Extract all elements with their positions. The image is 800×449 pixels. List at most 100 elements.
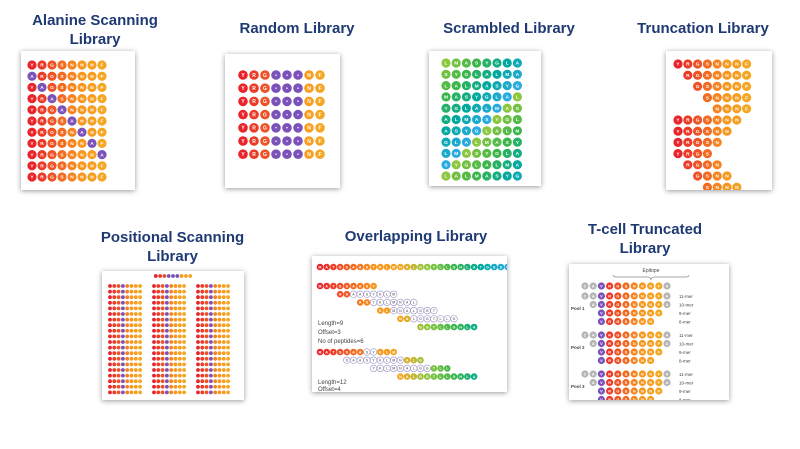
positional-residue [196, 384, 200, 389]
svg-text:S: S [475, 61, 479, 67]
positional-residue [217, 345, 222, 350]
svg-text:S: S [706, 129, 710, 135]
positional-residue [121, 334, 125, 339]
positional-residue [226, 390, 230, 395]
svg-text:G: G [50, 119, 54, 125]
alanine-residue: N [67, 127, 77, 137]
positional-residue [156, 373, 161, 378]
scrambled-residue: G [512, 171, 522, 181]
positional-residue [152, 345, 156, 350]
truncation-residue: N [732, 115, 742, 125]
positional-residue [156, 368, 161, 372]
alanine-residue: S [57, 60, 67, 70]
svg-text:G: G [475, 129, 479, 135]
svg-text:N: N [70, 152, 74, 158]
positional-residue [200, 289, 205, 294]
svg-text:S: S [706, 151, 710, 157]
positional-residue [182, 384, 186, 389]
truncation-residue: S [702, 59, 712, 69]
positional-residue [125, 284, 130, 288]
alanine-residue: A [37, 82, 47, 92]
tcell-residue: V [597, 309, 605, 317]
svg-text:V: V [600, 311, 603, 315]
overlapping-residue: N [396, 306, 404, 315]
positional-residue [196, 351, 200, 356]
tcell-residue: R [606, 356, 614, 365]
svg-text:F: F [745, 84, 748, 90]
svg-text:N: N [633, 398, 636, 400]
alanine-residue: A [87, 138, 97, 148]
truncation-residue: G [693, 171, 703, 181]
svg-text:A: A [352, 292, 355, 296]
overlapping-residue: N [397, 315, 404, 323]
truncation-residue: S [702, 171, 712, 181]
svg-text:M: M [454, 61, 458, 67]
svg-text:F: F [658, 311, 661, 315]
svg-text:N: N [641, 320, 644, 324]
alanine-residue: S [57, 161, 67, 171]
positional-residue [209, 284, 213, 288]
positional-residue [209, 351, 213, 356]
positional-residue [152, 373, 156, 378]
svg-text:Y: Y [30, 175, 34, 181]
svg-text:F: F [658, 389, 661, 393]
svg-text:N: N [70, 108, 74, 114]
svg-text:S: S [455, 129, 459, 135]
svg-text:N: N [641, 350, 644, 354]
tcell-residue: S [622, 282, 630, 290]
random-residue: • [282, 136, 292, 146]
alanine-residue: S [57, 127, 67, 137]
positional-residue [108, 306, 112, 311]
positional-residue [177, 300, 182, 305]
tcell-residue: F [655, 378, 663, 387]
positional-residue [204, 340, 209, 344]
positional-residue [129, 334, 134, 339]
alanine-residue: G [47, 71, 57, 81]
svg-text:S: S [60, 119, 64, 125]
positional-residue [226, 328, 230, 333]
positional-residue [160, 312, 165, 316]
alanine-residue: A [97, 150, 107, 160]
svg-text:Y: Y [30, 130, 34, 136]
overlapping-title: Overlapping Library [344, 228, 488, 245]
positional-residue [165, 356, 169, 361]
overlapping-note: Length=12 [318, 380, 347, 386]
svg-text:N: N [90, 96, 94, 102]
positional-residue [226, 284, 230, 288]
scrambled-residue: G [451, 103, 461, 113]
random-residue: • [282, 83, 292, 93]
svg-text:G: G [50, 63, 54, 69]
svg-text:N: N [80, 74, 84, 80]
tcell-residue: G [614, 292, 622, 300]
alanine-residue: N [77, 94, 87, 104]
overlapping-residue: K [377, 263, 384, 271]
positional-residue [152, 295, 156, 300]
svg-text:T: T [332, 284, 335, 288]
svg-text:A: A [485, 72, 489, 78]
svg-text:S: S [625, 303, 628, 307]
scrambled-residue: G [492, 58, 502, 68]
svg-text:L: L [465, 174, 468, 180]
positional-residue [204, 345, 209, 350]
alanine-residue: N [87, 172, 97, 182]
svg-text:L: L [496, 162, 499, 168]
truncation-residue: G [693, 126, 703, 136]
svg-text:Y: Y [372, 284, 375, 288]
svg-text:G: G [696, 118, 700, 124]
truncation-residue: Y [673, 126, 683, 136]
svg-text:S: S [625, 284, 628, 288]
random-residue: F [315, 70, 325, 80]
svg-text:M: M [392, 358, 395, 362]
svg-text:•: • [275, 86, 277, 92]
positional-residue [125, 295, 130, 300]
overlapping-residue: L [383, 364, 391, 372]
svg-text:A: A [592, 303, 595, 307]
positional-residue [221, 373, 226, 378]
alanine-residue: Y [27, 116, 37, 126]
positional-residue [156, 340, 161, 344]
svg-text:S: S [366, 350, 369, 354]
tcell-title: T-cell Truncated Library [587, 221, 703, 257]
svg-text:F: F [101, 164, 104, 170]
alanine-residue: N [87, 82, 97, 92]
positional-residue [138, 289, 142, 294]
